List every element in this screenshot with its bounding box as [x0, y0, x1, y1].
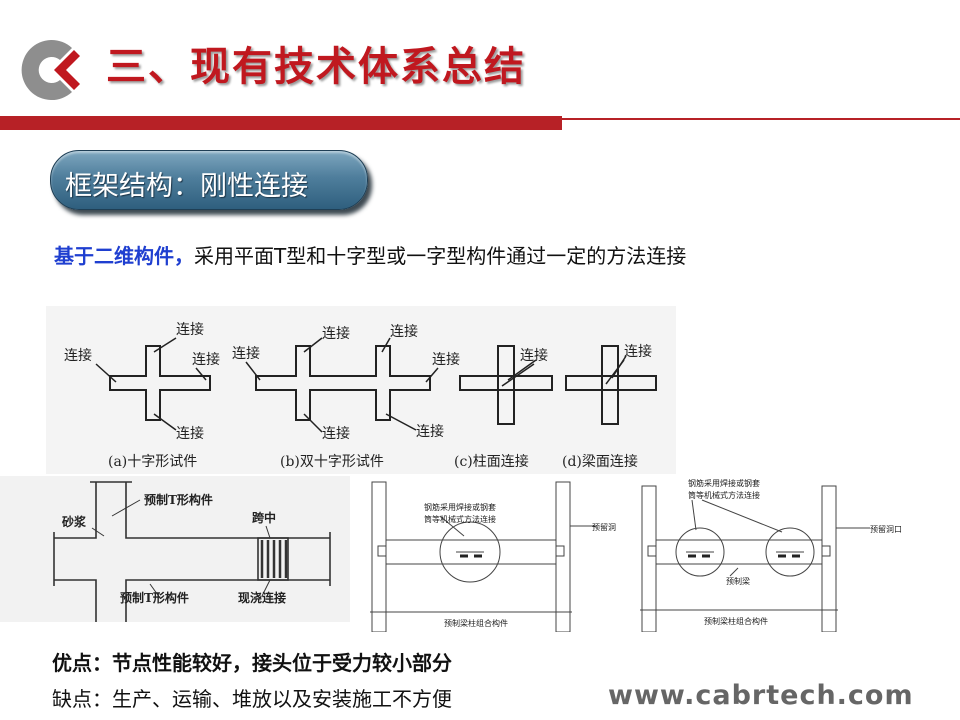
- intro-text: 基于二维构件，采用平面T型和十字型或一字型构件通过一定的方法连接: [54, 240, 686, 269]
- website-url: www.cabrtech.com: [608, 680, 914, 711]
- connect-label: 连接: [416, 423, 444, 440]
- connect-label: 连接: [64, 347, 92, 364]
- label-beam: 预制梁: [726, 576, 750, 586]
- note-rebar-2: 筒等机械式方法连接: [688, 490, 760, 500]
- intro-highlight: 基于二维构件，: [54, 244, 194, 268]
- label-mortar: 砂浆: [61, 514, 87, 529]
- company-logo: [21, 40, 80, 101]
- intro-body: 采用平面T型和十字型或一字型构件通过一定的方法连接: [194, 244, 687, 268]
- connect-label: 连接: [432, 351, 460, 368]
- caption-c: (c)柱面连接: [454, 453, 529, 470]
- label-reserved: 预留洞: [592, 522, 616, 532]
- section-label-pill: 框架结构：刚性连接: [50, 150, 368, 210]
- label-midspan: 跨中: [252, 510, 276, 525]
- note-rebar: 钢筋采用焊接或钢套: [424, 502, 496, 512]
- figure-beam-column-assembly-a: 钢筋采用焊接或钢套 筒等机械式方法连接 预留洞 预制梁柱组合构件: [370, 481, 616, 632]
- connect-label: 连接: [192, 351, 220, 368]
- figure-precast-t: 预制T形构件 砂浆 跨中 预制T形构件 现浇连接: [0, 476, 350, 622]
- note-rebar-2: 筒等机械式方法连接: [424, 514, 496, 524]
- label-assembly: 预制梁柱组合构件: [444, 618, 508, 628]
- connect-label: 连接: [176, 321, 204, 338]
- connect-label: 连接: [232, 345, 260, 362]
- title-divider: [0, 116, 562, 130]
- connect-label: 连接: [322, 425, 350, 442]
- label-cast-in-place: 现浇连接: [238, 590, 286, 605]
- pros-text: 优点：节点性能较好，接头位于受力较小部分: [52, 651, 452, 675]
- connect-label: 连接: [322, 325, 350, 342]
- label-precast-t-bottom: 预制T形构件: [120, 590, 189, 605]
- label-precast-t-top: 预制T形构件: [144, 492, 213, 507]
- figure-specimen-types: 连接 连接 连接 连接 连接 连接 连接 连接 连接 连接 连接 连接 (a)十…: [46, 306, 676, 474]
- connect-label: 连接: [390, 323, 418, 340]
- connect-label: 连接: [520, 347, 548, 364]
- connect-label: 连接: [176, 425, 204, 442]
- caption-d: (d)梁面连接: [562, 453, 638, 470]
- title-divider-thin: [562, 118, 960, 120]
- figure-beam-column-assembly-b: 钢筋采用焊接或钢套 筒等机械式方法连接 预留洞口 预制梁 预制梁柱组合构件: [640, 478, 902, 632]
- note-rebar: 钢筋采用焊接或钢套: [688, 478, 760, 488]
- section-label: 框架结构：刚性连接: [65, 171, 308, 202]
- slide-title: 三、现有技术体系总结: [106, 44, 526, 90]
- cons-text: 缺点：生产、运输、堆放以及安装施工不方便: [52, 687, 452, 711]
- label-reserved: 预留洞口: [870, 524, 902, 534]
- caption-b: (b)双十字形试件: [280, 454, 384, 470]
- label-assembly: 预制梁柱组合构件: [704, 616, 768, 626]
- caption-a: (a)十字形试件: [108, 454, 197, 470]
- connect-label: 连接: [624, 343, 652, 360]
